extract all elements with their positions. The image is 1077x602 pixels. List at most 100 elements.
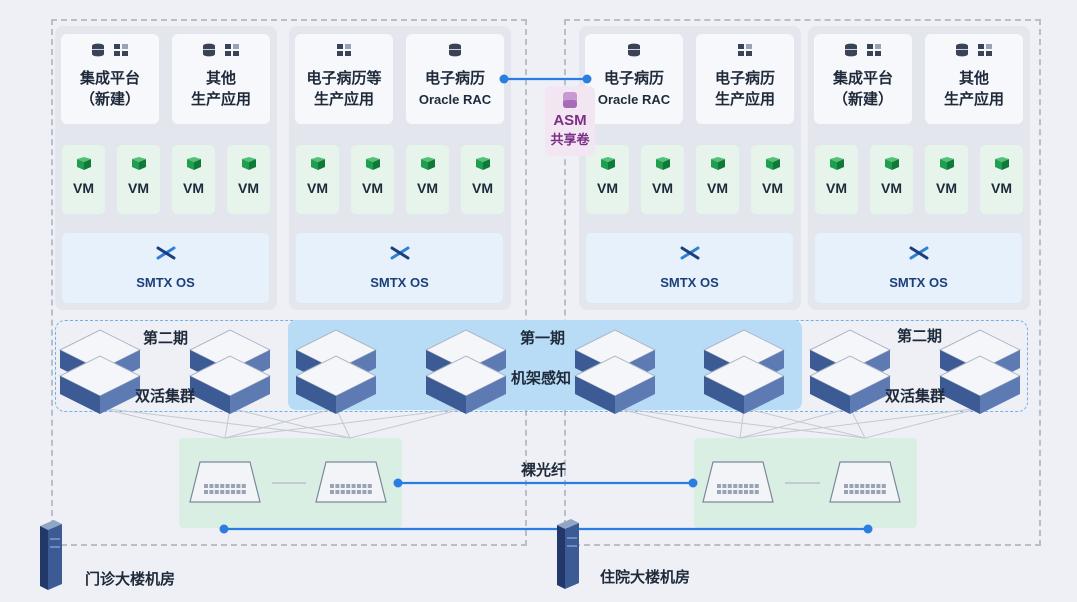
room-label-outpatient: 门诊大楼机房	[85, 571, 176, 588]
fan-link	[99, 407, 226, 439]
fan-link	[229, 407, 351, 439]
os-label: SMTX OS	[136, 275, 195, 290]
vm-tile[interactable]: VM	[925, 145, 968, 214]
database-icon	[955, 43, 969, 62]
app-icons	[202, 42, 240, 62]
building-icon	[40, 520, 62, 590]
vm-tile[interactable]: VM	[696, 145, 739, 214]
vm-icon	[884, 157, 900, 176]
vm-tile[interactable]: VM	[870, 145, 913, 214]
fan-link	[864, 407, 981, 439]
vm-label: VM	[826, 180, 847, 196]
room-label-inpatient: 住院大楼机房	[600, 569, 691, 586]
app-title: 电子病历等	[306, 70, 382, 87]
vm-icon	[186, 157, 202, 176]
app-icons	[448, 42, 462, 62]
database-icon	[202, 43, 216, 62]
fan-link	[739, 407, 851, 439]
vm-tile[interactable]: VM	[461, 145, 504, 214]
vm-tile[interactable]: VM	[172, 145, 215, 214]
vm-label: VM	[417, 180, 438, 196]
vm-icon	[655, 157, 671, 176]
app-subtitle: 生产应用	[313, 91, 374, 108]
cluster-icon	[737, 43, 753, 62]
vm-tile[interactable]: VM	[406, 145, 449, 214]
app-subtitle: 生产应用	[190, 91, 251, 108]
vm-label: VM	[936, 180, 957, 196]
smtx-os-layer[interactable]: SMTX OS	[586, 233, 793, 303]
vm-label: VM	[652, 180, 673, 196]
link-endpoint	[393, 478, 403, 488]
cluster-icon	[113, 43, 129, 62]
smtx-os-layer[interactable]: SMTX OS	[62, 233, 269, 303]
vm-label: VM	[183, 180, 204, 196]
disk-icon	[563, 92, 577, 108]
cluster-left-phase: 第二期	[143, 330, 189, 347]
switch-icon	[829, 461, 901, 503]
fan-link	[739, 407, 981, 439]
vm-label: VM	[707, 180, 728, 196]
vm-icon	[710, 157, 726, 176]
app-card[interactable]: 集成平台（新建）	[814, 34, 912, 124]
vm-icon	[939, 157, 955, 176]
app-card[interactable]: 电子病历等生产应用	[295, 34, 393, 124]
vm-label: VM	[238, 180, 259, 196]
app-title: 电子病历	[424, 70, 485, 87]
app-icons	[844, 42, 882, 62]
server-icon	[808, 329, 892, 414]
asm-sublabel: 共享卷	[550, 132, 590, 147]
vm-tile[interactable]: VM	[641, 145, 684, 214]
app-title: 电子病历	[603, 70, 664, 87]
os-label: SMTX OS	[370, 275, 429, 290]
link-endpoint	[499, 74, 509, 84]
fan-link	[99, 407, 351, 439]
asm-label: ASM	[553, 112, 587, 129]
app-card[interactable]: 电子病历 Oracle RAC	[585, 34, 683, 124]
switch-icon	[315, 461, 387, 503]
app-card[interactable]: 其他生产应用	[925, 34, 1023, 124]
database-icon	[844, 43, 858, 62]
smtx-os-layer[interactable]: SMTX OS	[296, 233, 503, 303]
vm-icon	[994, 157, 1010, 176]
vm-tile[interactable]: VM	[296, 145, 339, 214]
asm-shared-volume[interactable]: ASM 共享卷	[545, 86, 595, 156]
vm-icon	[76, 157, 92, 176]
fan-link	[349, 407, 467, 439]
database-icon	[448, 43, 462, 62]
vm-tile[interactable]: VM	[980, 145, 1023, 214]
app-card[interactable]: 其他生产应用	[172, 34, 270, 124]
cluster-right-phase: 第二期	[897, 328, 943, 345]
app-card[interactable]: 电子病历生产应用	[696, 34, 794, 124]
fan-link	[224, 407, 467, 439]
vm-tile[interactable]: VM	[117, 145, 160, 214]
switch-icon	[189, 461, 261, 503]
fan-link	[614, 407, 741, 439]
cluster-icon	[224, 43, 240, 62]
smtx-logo-icon	[680, 246, 700, 265]
vm-tile[interactable]: VM	[586, 145, 629, 214]
vm-tile[interactable]: VM	[351, 145, 394, 214]
app-icons	[91, 42, 129, 62]
app-title: 其他	[205, 70, 236, 87]
server-icon	[702, 329, 786, 414]
server-icon	[188, 329, 272, 414]
vm-tile[interactable]: VM	[62, 145, 105, 214]
vm-label: VM	[991, 180, 1012, 196]
smtx-os-layer[interactable]: SMTX OS	[815, 233, 1022, 303]
vm-tile[interactable]: VM	[751, 145, 794, 214]
link-endpoint	[863, 524, 873, 534]
app-icons	[627, 42, 641, 62]
server-icon	[58, 329, 142, 414]
vm-label: VM	[128, 180, 149, 196]
app-card[interactable]: 集成平台（新建）	[61, 34, 159, 124]
smtx-logo-icon	[909, 246, 929, 265]
vm-label: VM	[362, 180, 383, 196]
fan-link	[224, 407, 337, 439]
vm-icon	[310, 157, 326, 176]
vm-tile[interactable]: VM	[227, 145, 270, 214]
app-subtitle: Oracle RAC	[597, 92, 671, 107]
app-subtitle: 生产应用	[943, 91, 1004, 108]
switch-icon	[702, 461, 774, 503]
vm-tile[interactable]: VM	[815, 145, 858, 214]
